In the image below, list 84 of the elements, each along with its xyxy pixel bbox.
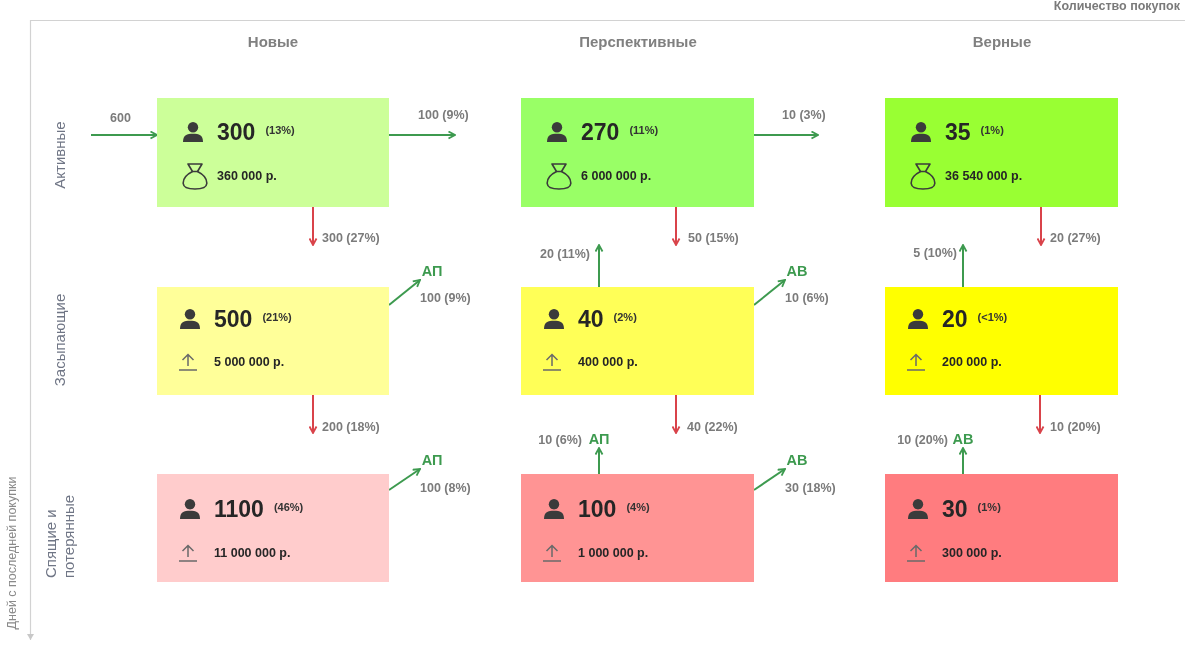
revenue-amount: 300 000 р. — [942, 546, 1002, 560]
row-header: Активные — [51, 121, 69, 189]
edge-label: 20 (27%) — [1050, 230, 1101, 246]
flow-arrow — [594, 447, 604, 475]
transition-code: АВ — [951, 431, 975, 448]
edge-label: 50 (15%) — [688, 230, 739, 246]
segment-card — [885, 474, 1118, 582]
edge-label: 300 (27%) — [322, 230, 380, 246]
share-percent: (2%) — [613, 311, 637, 323]
customer-count: 20 — [942, 307, 968, 331]
edge-label: 20 (11%) — [539, 246, 590, 262]
flow-arrow — [308, 394, 318, 434]
customer-count: 1100 — [214, 497, 264, 521]
column-header: Перспективные — [579, 33, 697, 51]
share-percent: (<1%) — [977, 311, 1008, 323]
edge-label: 100 (9%) — [420, 290, 471, 306]
transition-code: АВ — [785, 263, 809, 280]
customer-count: 100 — [578, 497, 617, 521]
revenue-amount: 11 000 000 р. — [214, 546, 291, 560]
flow-arrow — [388, 130, 456, 140]
edge-label: 200 (18%) — [322, 419, 380, 435]
flow-arrow — [388, 279, 421, 306]
edge-label: 10 (6%) — [538, 432, 582, 448]
edge-label: 10 (20%) — [897, 432, 948, 448]
segment-card — [885, 98, 1118, 207]
column-header: Верные — [972, 33, 1032, 51]
edge-label: 40 (22%) — [687, 419, 738, 435]
edge-label: 10 (20%) — [1050, 419, 1101, 435]
flow-arrow — [671, 394, 681, 434]
share-percent: (13%) — [265, 124, 295, 136]
segment-card — [885, 287, 1118, 395]
axis-title: Количество покупок — [1053, 0, 1180, 14]
flow-arrow — [1035, 394, 1045, 434]
revenue-amount: 360 000 р. — [217, 169, 277, 183]
row-header: Спящие и потерянные — [42, 493, 78, 578]
share-percent: (21%) — [262, 311, 292, 323]
flow-arrow — [388, 468, 421, 491]
edge-label: 10 (6%) — [785, 290, 829, 306]
flow-arrow — [958, 447, 968, 475]
revenue-amount: 5 000 000 р. — [214, 355, 285, 369]
share-percent: (4%) — [626, 501, 650, 513]
axis-title: Дней с последней покупки — [4, 476, 20, 630]
edge-label: 10 (3%) — [782, 107, 826, 123]
edge-label: 100 (8%) — [420, 480, 471, 496]
flow-arrow — [958, 244, 968, 288]
flow-arrow — [753, 468, 786, 491]
column-header: Новые — [247, 33, 299, 51]
revenue-amount: 36 540 000 р. — [945, 169, 1023, 183]
flow-arrow — [671, 206, 681, 246]
flow-arrow — [1036, 206, 1046, 246]
share-percent: (46%) — [273, 501, 304, 513]
revenue-amount: 6 000 000 р. — [581, 169, 652, 183]
revenue-amount: 400 000 р. — [578, 355, 638, 369]
share-percent: (1%) — [980, 124, 1004, 136]
edge-label: 100 (9%) — [418, 107, 469, 123]
transition-code: АП — [420, 263, 444, 280]
flow-arrow — [594, 244, 604, 288]
customer-count: 300 — [217, 120, 256, 144]
edge-label: 30 (18%) — [785, 480, 836, 496]
transition-code: АВ — [785, 452, 809, 469]
customer-count: 30 — [942, 497, 968, 521]
edge-label: 600 — [110, 110, 131, 126]
customer-count: 500 — [214, 307, 253, 331]
share-percent: (1%) — [977, 501, 1001, 513]
transition-code: АП — [587, 431, 611, 448]
segment-card — [157, 474, 389, 582]
customer-count: 270 — [581, 120, 620, 144]
edge-label: 5 (10%) — [913, 245, 957, 261]
flow-arrow — [753, 130, 819, 140]
flow-arrow — [753, 279, 786, 306]
transition-code: АП — [420, 452, 444, 469]
segment-card — [157, 98, 389, 207]
segment-card — [521, 474, 754, 582]
customer-count: 35 — [945, 120, 971, 144]
flow-arrow — [90, 130, 158, 140]
share-percent: (11%) — [629, 124, 659, 136]
revenue-amount: 200 000 р. — [942, 355, 1002, 369]
row-header: Засыпающие — [51, 293, 69, 387]
customer-count: 40 — [578, 307, 604, 331]
segment-card — [157, 287, 389, 395]
segment-card — [521, 287, 754, 395]
flow-arrow — [308, 206, 318, 246]
segment-card — [521, 98, 754, 207]
revenue-amount: 1 000 000 р. — [578, 546, 649, 560]
